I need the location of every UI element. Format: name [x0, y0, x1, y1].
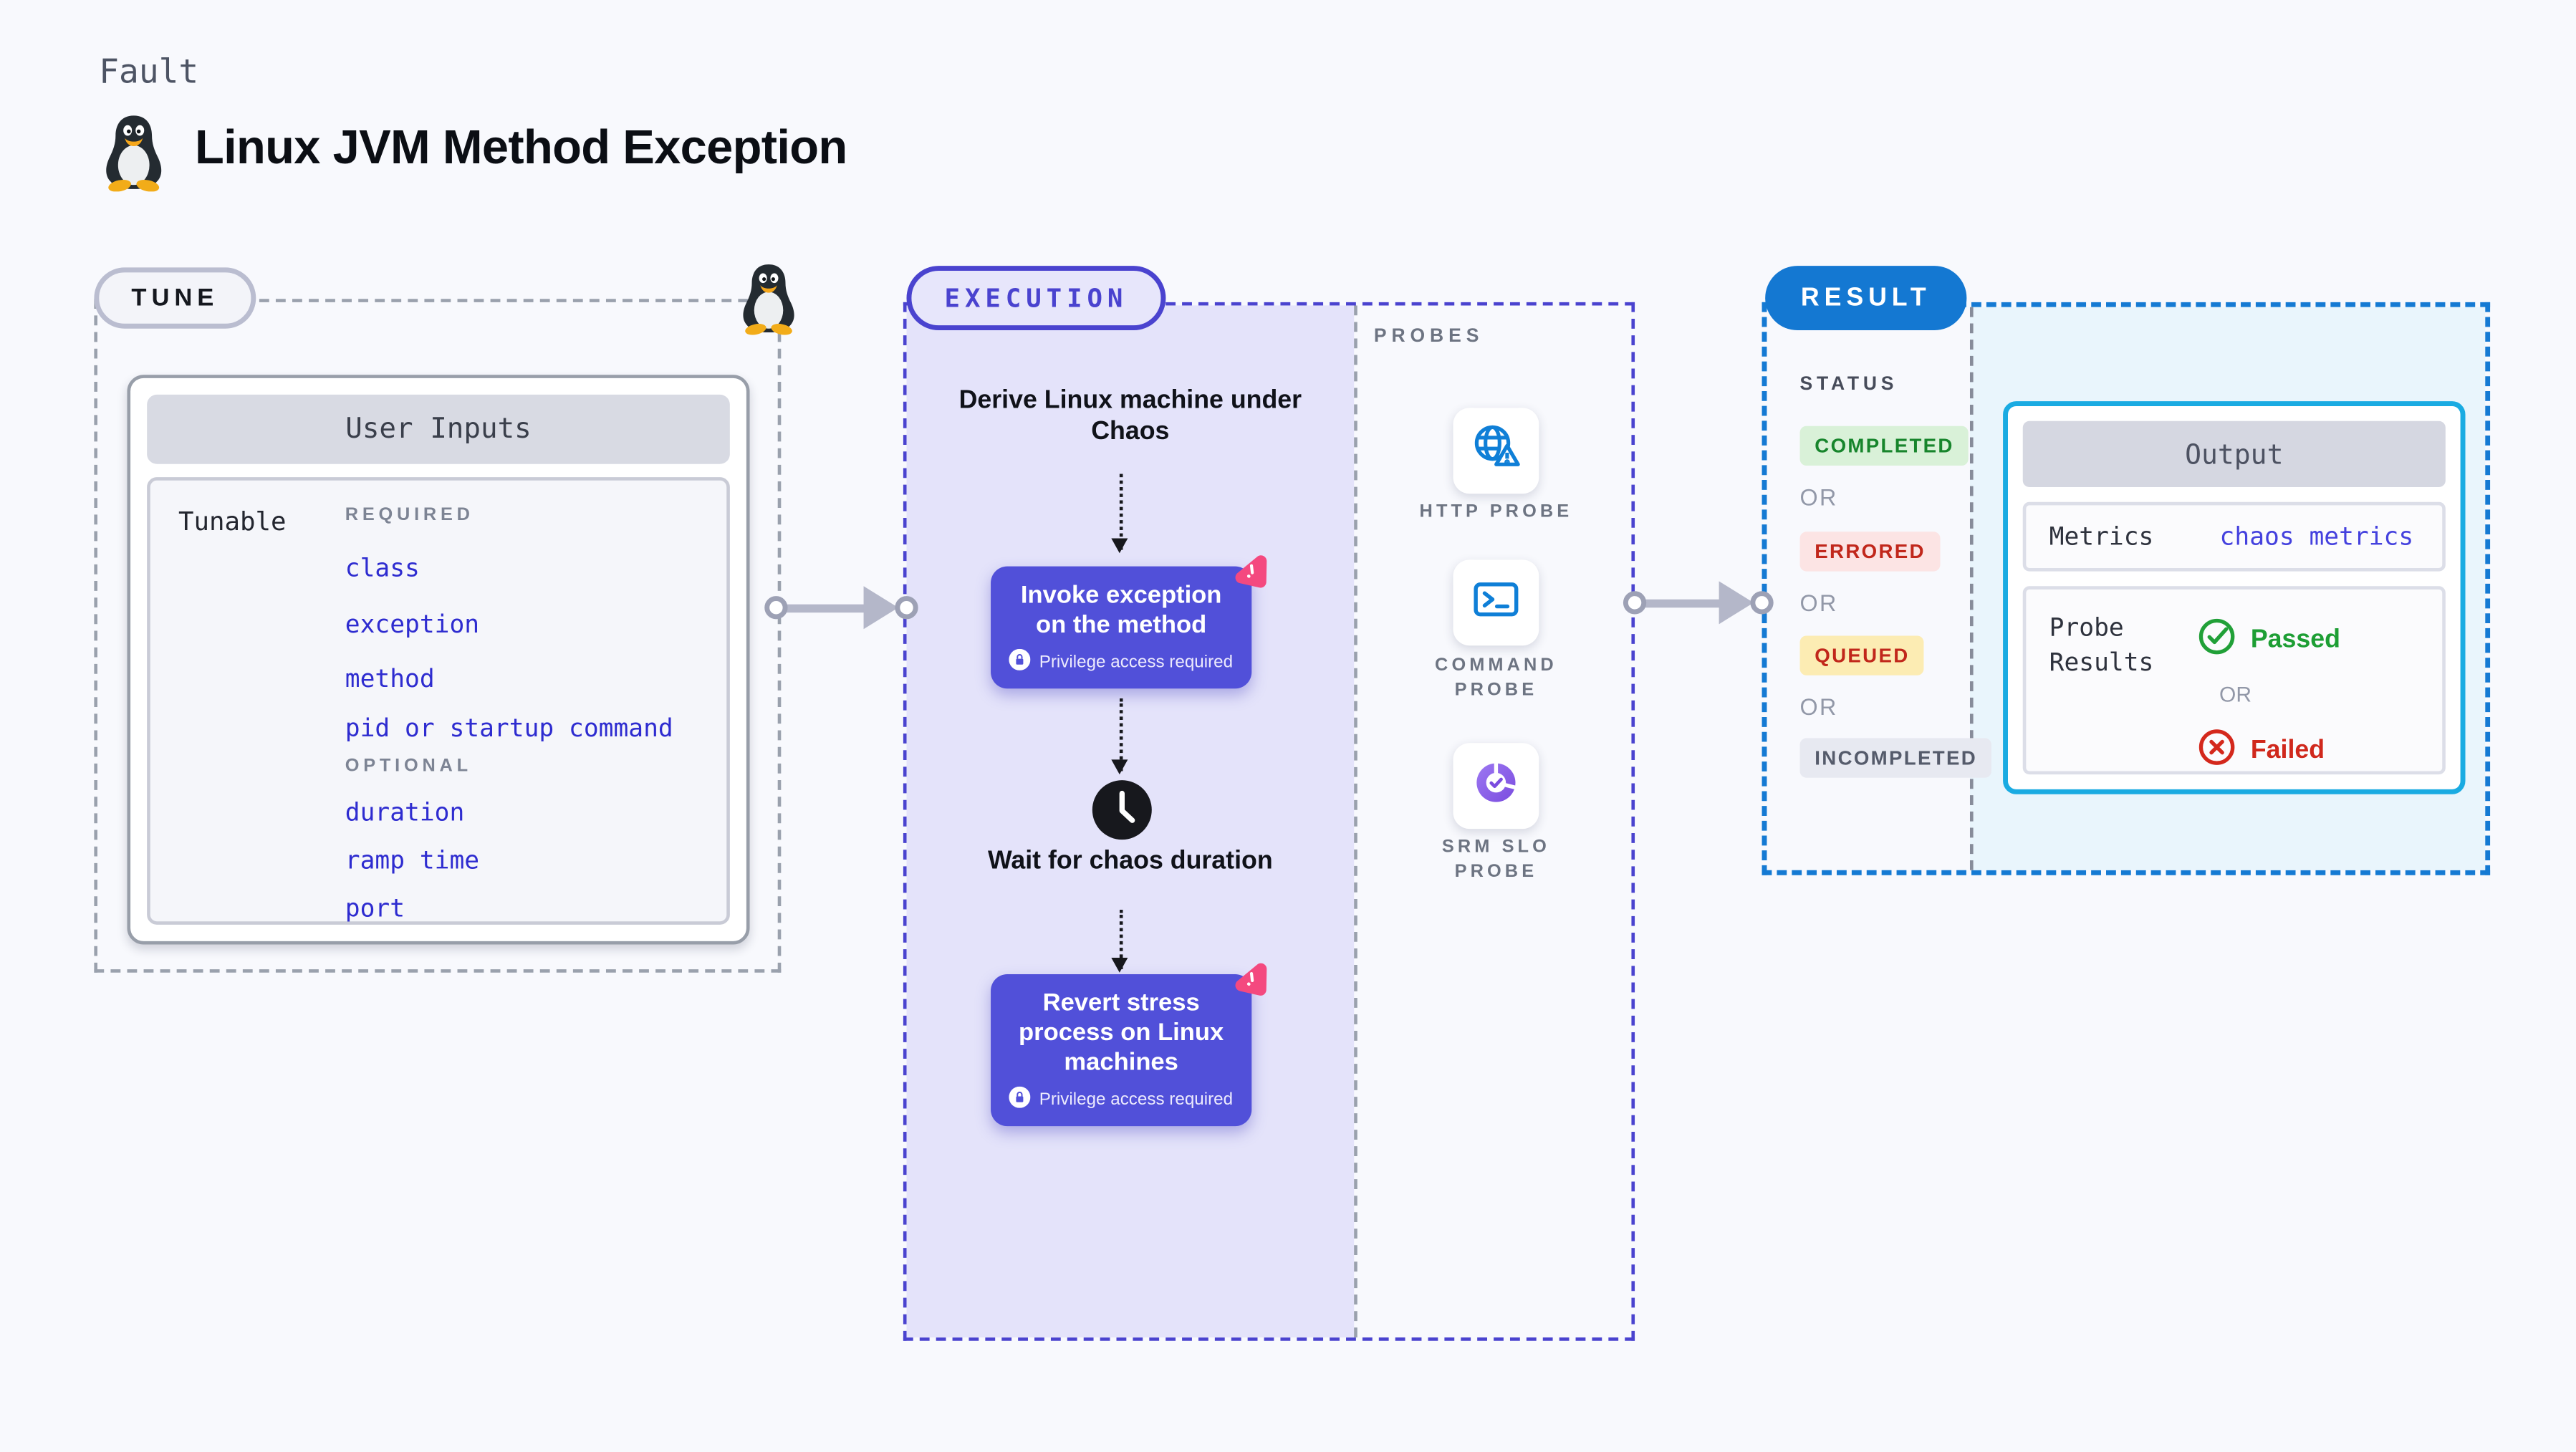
http-probe-label: HTTP PROBE [1419, 501, 1573, 522]
revert-stress-node[interactable]: Revert stress process on Linux machines … [991, 963, 1267, 1127]
page-title: Linux JVM Method Exception [195, 122, 847, 176]
passed-label: Passed [2250, 625, 2341, 654]
tunable-link-pid-or-startup-command[interactable]: pid or startup command [345, 713, 673, 744]
status-badge-completed: COMPLETED [1799, 425, 1969, 466]
globe-alert-icon [1470, 420, 1523, 481]
check-circle-icon [2198, 617, 2236, 664]
probes-divider [1354, 305, 1357, 1338]
result-divider [1969, 307, 1974, 870]
tune-section [94, 299, 782, 973]
tux-penguin-icon [101, 112, 167, 192]
arrow-down-icon [1111, 910, 1128, 973]
arrow-down-icon [1111, 698, 1128, 775]
status-badge-queued: QUEUED [1799, 635, 1925, 675]
execution-section: Derive Linux machine under Chaos Invoke … [903, 302, 1635, 1341]
output-card: Output Metrics chaos metrics Probe Resul… [2003, 401, 2466, 794]
arrow-right-icon [863, 586, 898, 630]
command-probe-card [1453, 559, 1539, 646]
revert-stress-label: Revert stress process on Linux machines [1018, 989, 1224, 1077]
privilege-badge-label: Privilege access required [1039, 652, 1234, 673]
tunable-row-label: Tunable [178, 506, 287, 537]
probe-results-label: Probe Results [2049, 612, 2154, 678]
srm-slo-probe-label: SRM SLO PROBE [1441, 837, 1550, 882]
tune-to-execution-connector [764, 586, 918, 630]
tune-pill: TUNE [94, 267, 256, 329]
metrics-label: Metrics [2049, 521, 2154, 552]
execution-to-result-connector [1623, 581, 1774, 625]
privilege-badge-label: Privilege access required [1039, 1090, 1234, 1110]
result-pill: RESULT [1765, 266, 1967, 331]
optional-label: OPTIONAL [345, 756, 472, 777]
tunable-link-exception[interactable]: exception [345, 609, 480, 640]
status-badge-incompleted: INCOMPLETED [1799, 738, 1992, 778]
chaos-icon [1225, 545, 1274, 602]
probe-results-row: Probe Results Passed OR [2022, 586, 2446, 775]
page-kicker: Fault [99, 51, 199, 91]
tunable-link-ramp-time[interactable]: ramp time [345, 845, 480, 875]
probes-label: PROBES [1373, 327, 1484, 347]
arrow-down-icon [1111, 473, 1128, 554]
tunable-link-port[interactable]: port [345, 893, 405, 923]
user-inputs-card: User Inputs Tunable REQUIRED class excep… [127, 375, 750, 945]
command-probe-label: COMMAND PROBE [1435, 655, 1557, 701]
flow-step-derive: Derive Linux machine under Chaos [958, 386, 1302, 447]
flow-step-wait: Wait for chaos duration [987, 847, 1273, 875]
tunable-link-class[interactable]: class [345, 553, 420, 583]
terminal-icon [1470, 572, 1523, 633]
result-section: STATUS COMPLETED OR ERRORED OR QUEUED OR… [1762, 302, 2491, 875]
output-title: Output [2022, 420, 2446, 488]
or-label: OR [1799, 693, 1838, 721]
invoke-exception-node[interactable]: Invoke exception on the method Privilege… [991, 555, 1267, 689]
tunable-link-duration[interactable]: duration [345, 797, 465, 827]
user-inputs-title: User Inputs [147, 394, 730, 464]
status-label: STATUS [1799, 375, 1898, 395]
invoke-exception-label: Invoke exception on the method [1020, 581, 1222, 640]
x-circle-icon [2198, 729, 2236, 775]
http-probe-card [1453, 408, 1539, 494]
or-label: OR [1799, 589, 1838, 616]
tux-penguin-icon [738, 261, 799, 335]
slo-donut-check-icon [1470, 756, 1523, 817]
failed-label: Failed [2250, 736, 2325, 765]
execution-pill: EXECUTION [906, 266, 1166, 331]
or-label: OR [2219, 682, 2252, 707]
chaos-icon [1225, 953, 1274, 1010]
arrow-right-icon [1719, 581, 1754, 625]
clock-icon [1092, 779, 1153, 840]
tunables-table: Tunable REQUIRED class exception method … [147, 477, 730, 925]
metrics-row: Metrics chaos metrics [2022, 501, 2446, 572]
srm-slo-probe-card [1453, 743, 1539, 830]
chaos-metrics-link[interactable]: chaos metrics [2219, 521, 2414, 552]
required-label: REQUIRED [345, 505, 474, 526]
lock-icon [1009, 1086, 1032, 1113]
tunable-link-method[interactable]: method [345, 663, 435, 694]
status-badge-errored: ERRORED [1799, 532, 1941, 572]
lock-icon [1009, 648, 1032, 675]
or-label: OR [1799, 484, 1838, 511]
